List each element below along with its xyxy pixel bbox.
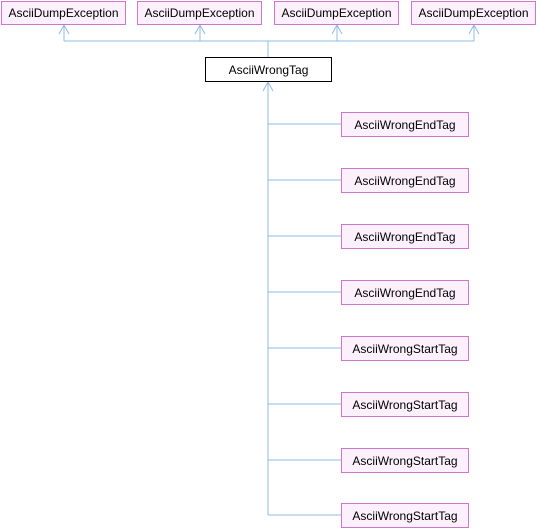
- base-class-label: AsciiDumpException: [418, 6, 528, 20]
- derived-class-label: AsciiWrongStartTag: [352, 398, 457, 412]
- derived-class-label: AsciiWrongStartTag: [352, 342, 457, 356]
- derived-class-label: AsciiWrongEndTag: [354, 118, 455, 132]
- center-class-node[interactable]: AsciiWrongTag: [205, 57, 332, 82]
- derived-class-node[interactable]: AsciiWrongEndTag: [341, 168, 469, 193]
- derived-class-node[interactable]: AsciiWrongStartTag: [341, 336, 469, 361]
- center-class-label: AsciiWrongTag: [229, 63, 309, 77]
- derived-class-node[interactable]: AsciiWrongEndTag: [341, 112, 469, 137]
- derived-class-label: AsciiWrongStartTag: [352, 454, 457, 468]
- derived-class-node[interactable]: AsciiWrongEndTag: [341, 224, 469, 249]
- base-class-label: AsciiDumpException: [144, 6, 254, 20]
- base-class-node[interactable]: AsciiDumpException: [274, 1, 399, 25]
- base-class-label: AsciiDumpException: [281, 6, 391, 20]
- derived-class-label: AsciiWrongEndTag: [354, 174, 455, 188]
- base-class-node[interactable]: AsciiDumpException: [411, 1, 536, 25]
- inheritance-edges: [58, 23, 480, 516]
- base-class-node[interactable]: AsciiDumpException: [137, 1, 262, 25]
- base-class-node[interactable]: AsciiDumpException: [1, 1, 126, 25]
- derived-class-label: AsciiWrongEndTag: [354, 230, 455, 244]
- derived-class-label: AsciiWrongEndTag: [354, 286, 455, 300]
- base-class-label: AsciiDumpException: [8, 6, 118, 20]
- derived-class-node[interactable]: AsciiWrongEndTag: [341, 280, 469, 305]
- derived-class-node[interactable]: AsciiWrongStartTag: [341, 392, 469, 417]
- derived-class-label: AsciiWrongStartTag: [352, 509, 457, 523]
- derived-class-node[interactable]: AsciiWrongStartTag: [341, 448, 469, 473]
- derived-class-node[interactable]: AsciiWrongStartTag: [341, 503, 469, 528]
